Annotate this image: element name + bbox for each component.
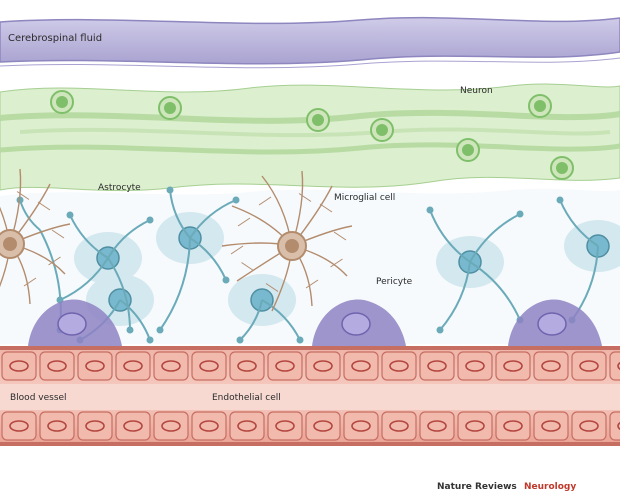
endothelial-cell <box>116 412 150 440</box>
endothelial-cell <box>534 412 568 440</box>
endothelial-cell <box>40 412 74 440</box>
endothelial-cell <box>496 352 530 380</box>
endothelial-cell <box>572 352 606 380</box>
endothelial-cell <box>78 352 112 380</box>
endothelial-cell <box>458 352 492 380</box>
endothelial-cell <box>230 352 264 380</box>
endothelial-cell <box>78 412 112 440</box>
astrocyte-endfoot <box>557 197 564 204</box>
endothelial-cell <box>420 352 454 380</box>
credit-journal: Nature Reviews <box>437 482 517 492</box>
endothelial-cell <box>2 412 36 440</box>
astrocyte-endfoot <box>147 337 154 344</box>
neuron-nucleolus <box>312 114 324 126</box>
pericyte-label: Pericyte <box>376 277 413 287</box>
pericyte-nucleus <box>538 313 566 335</box>
endothelial-cell <box>496 412 530 440</box>
microglia-nucleus <box>285 239 299 253</box>
pericyte-nucleus <box>342 313 370 335</box>
astrocyte-endfoot <box>67 212 74 219</box>
astrocyte-endfoot <box>147 217 154 224</box>
neuron-nucleolus <box>462 144 474 156</box>
endothelial-cell <box>382 352 416 380</box>
endothelial-cell <box>306 412 340 440</box>
endothelial-cell <box>268 352 302 380</box>
endothelial-cell <box>40 352 74 380</box>
microglia-label: Microglial cell <box>334 193 395 203</box>
neuron-nucleolus <box>376 124 388 136</box>
neuron-label: Neuron <box>460 86 493 96</box>
astrocyte-endfoot <box>157 327 164 334</box>
microglia-nucleus <box>3 237 17 251</box>
neuron-nucleolus <box>556 162 568 174</box>
endothelial-cell <box>534 352 568 380</box>
credit-subject: Neurology <box>524 482 576 492</box>
astrocyte-endfoot <box>223 277 230 284</box>
astrocyte-endfoot <box>427 207 434 214</box>
endothelial-cell <box>572 412 606 440</box>
endothelial-cell <box>458 412 492 440</box>
endothelial-cell <box>192 412 226 440</box>
endothelial-cell <box>382 412 416 440</box>
pericyte-nucleus <box>58 313 86 335</box>
neuron-layer <box>0 84 620 191</box>
endothelial-cell <box>154 412 188 440</box>
endothelial-label: Endothelial cell <box>212 393 281 403</box>
astrocyte-endfoot <box>233 197 240 204</box>
astrocyte-endfoot <box>517 211 524 218</box>
endothelial-cell <box>2 352 36 380</box>
endothelial-cell <box>116 352 150 380</box>
astrocyte-endfoot <box>127 327 134 334</box>
neuron-nucleolus <box>56 96 68 108</box>
endothelial-cell <box>344 352 378 380</box>
endothelial-cell <box>230 412 264 440</box>
csf-label: Cerebrospinal fluid <box>8 33 102 44</box>
astrocyte-endfoot <box>297 337 304 344</box>
endothelial-cell <box>420 412 454 440</box>
endothelial-cell <box>344 412 378 440</box>
endothelial-cell <box>268 412 302 440</box>
neuron-nucleolus <box>534 100 546 112</box>
astrocyte-endfoot <box>167 187 174 194</box>
endothelial-cell <box>306 352 340 380</box>
astrocyte-label: Astrocyte <box>98 183 141 193</box>
endothelial-cell <box>154 352 188 380</box>
astrocyte-endfoot <box>237 337 244 344</box>
neuron-nucleolus <box>164 102 176 114</box>
endothelial-cell <box>192 352 226 380</box>
astrocyte-endfoot <box>437 327 444 334</box>
blood-vessel-label: Blood vessel <box>10 393 67 403</box>
